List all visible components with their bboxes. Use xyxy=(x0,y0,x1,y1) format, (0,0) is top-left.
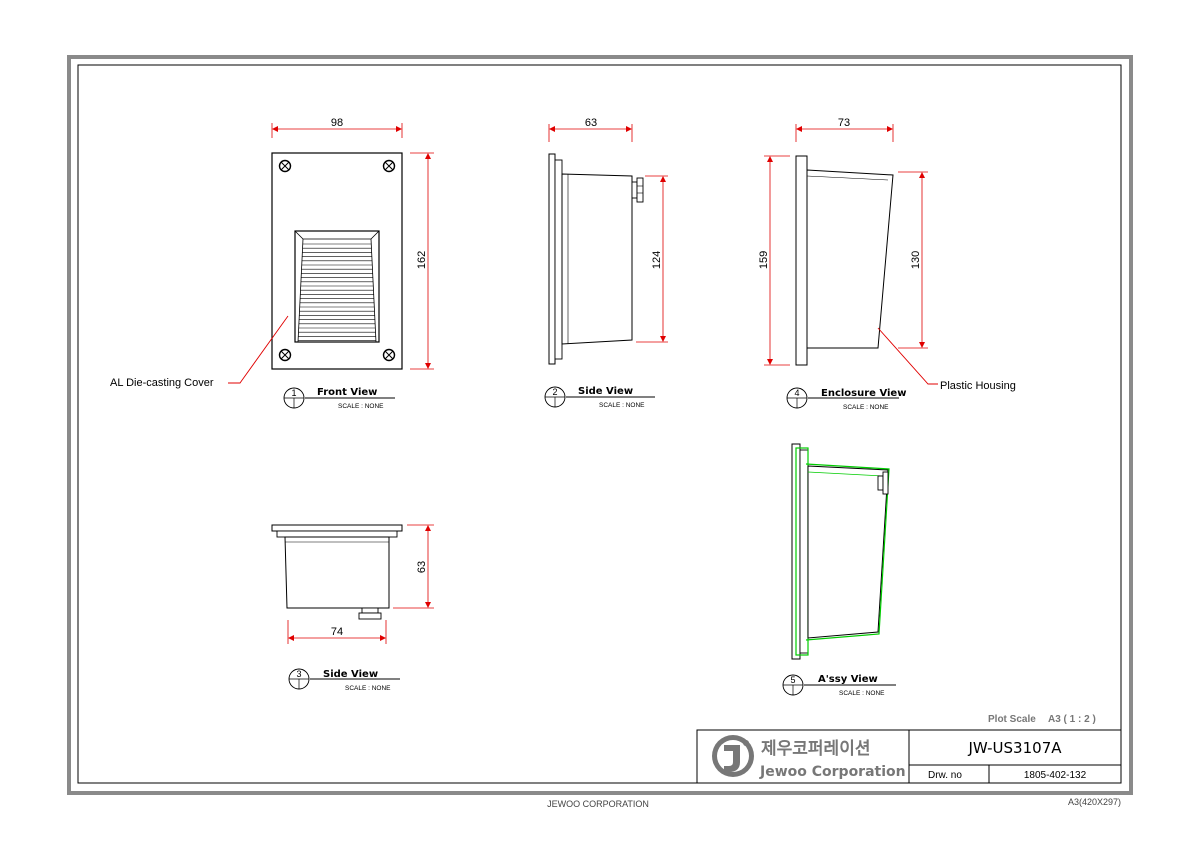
view-number-4: 4 xyxy=(794,388,799,398)
cover-callout: AL Die-casting Cover xyxy=(110,377,214,389)
view-number-1: 1 xyxy=(291,388,296,398)
footer-company: JEWOO CORPORATION xyxy=(547,799,649,809)
jewoo-logo-icon xyxy=(712,735,754,777)
enclosure-outer-height-dimension xyxy=(764,155,790,366)
view-label-1 xyxy=(283,387,395,409)
view-number-2: 2 xyxy=(552,387,557,397)
housing-callout: Plastic Housing xyxy=(940,380,1016,392)
bottom-side-view xyxy=(271,524,403,620)
drawing-no: 1805-402-132 xyxy=(1024,770,1087,781)
enclosure-width-dimension xyxy=(795,124,894,142)
view-title-1: Front View xyxy=(317,387,377,398)
side-height-label: 124 xyxy=(651,251,663,269)
view-label-2 xyxy=(544,386,655,408)
view-title-3: Side View xyxy=(323,669,378,680)
screw-icon xyxy=(278,159,396,362)
view-title-4: Enclosure View xyxy=(821,388,906,399)
front-width-label: 98 xyxy=(331,117,343,129)
outer-frame xyxy=(67,55,1133,795)
front-view xyxy=(271,152,403,370)
view-title-5: A'ssy View xyxy=(818,674,878,685)
bottom-height-label: 63 xyxy=(416,561,428,573)
enclosure-inner-height-dimension xyxy=(898,171,928,349)
plot-scale-label: Plot Scale xyxy=(988,714,1036,725)
view-scale-4: SCALE : NONE xyxy=(843,404,889,411)
view-label-5 xyxy=(782,674,896,696)
view-scale-2: SCALE : NONE xyxy=(599,402,645,409)
view-number-3: 3 xyxy=(296,669,301,679)
front-width-dimension xyxy=(271,123,403,138)
bottom-width-label: 74 xyxy=(331,626,343,638)
side-view xyxy=(548,153,644,365)
view-label-3 xyxy=(288,668,400,690)
enclosure-width-label: 73 xyxy=(838,117,850,129)
cover-leader xyxy=(228,315,289,384)
view-label-4 xyxy=(786,387,899,409)
side-width-dimension xyxy=(548,124,633,142)
enclosure-outer-height-label: 159 xyxy=(758,251,770,269)
view-scale-5: SCALE : NONE xyxy=(839,690,885,697)
assembly-view xyxy=(791,443,890,660)
side-height-dimension xyxy=(636,175,668,343)
enclosure-view xyxy=(795,155,894,366)
enclosure-inner-height-label: 130 xyxy=(910,251,922,269)
view-scale-1: SCALE : NONE xyxy=(338,403,384,410)
title-block xyxy=(696,729,1122,784)
company-korean: 제우코퍼레이션 xyxy=(761,739,870,759)
housing-leader xyxy=(877,327,938,385)
bottom-height-dimension xyxy=(393,524,434,609)
company-english: Jewoo Corporation xyxy=(759,764,906,780)
footer-paper-size: A3(420X297) xyxy=(1068,797,1121,807)
drawing-no-label: Drw. no xyxy=(928,770,962,781)
side-width-label: 63 xyxy=(585,117,597,129)
plot-scale-value: A3 ( 1 : 2 ) xyxy=(1048,714,1096,725)
view-title-2: Side View xyxy=(578,386,633,397)
front-height-dimension xyxy=(410,152,434,370)
front-height-label: 162 xyxy=(416,251,428,269)
inner-frame xyxy=(77,64,1122,784)
view-scale-3: SCALE : NONE xyxy=(345,685,391,692)
view-number-5: 5 xyxy=(790,675,795,685)
bottom-width-dimension xyxy=(287,620,387,644)
model-number: JW-US3107A xyxy=(968,739,1063,757)
